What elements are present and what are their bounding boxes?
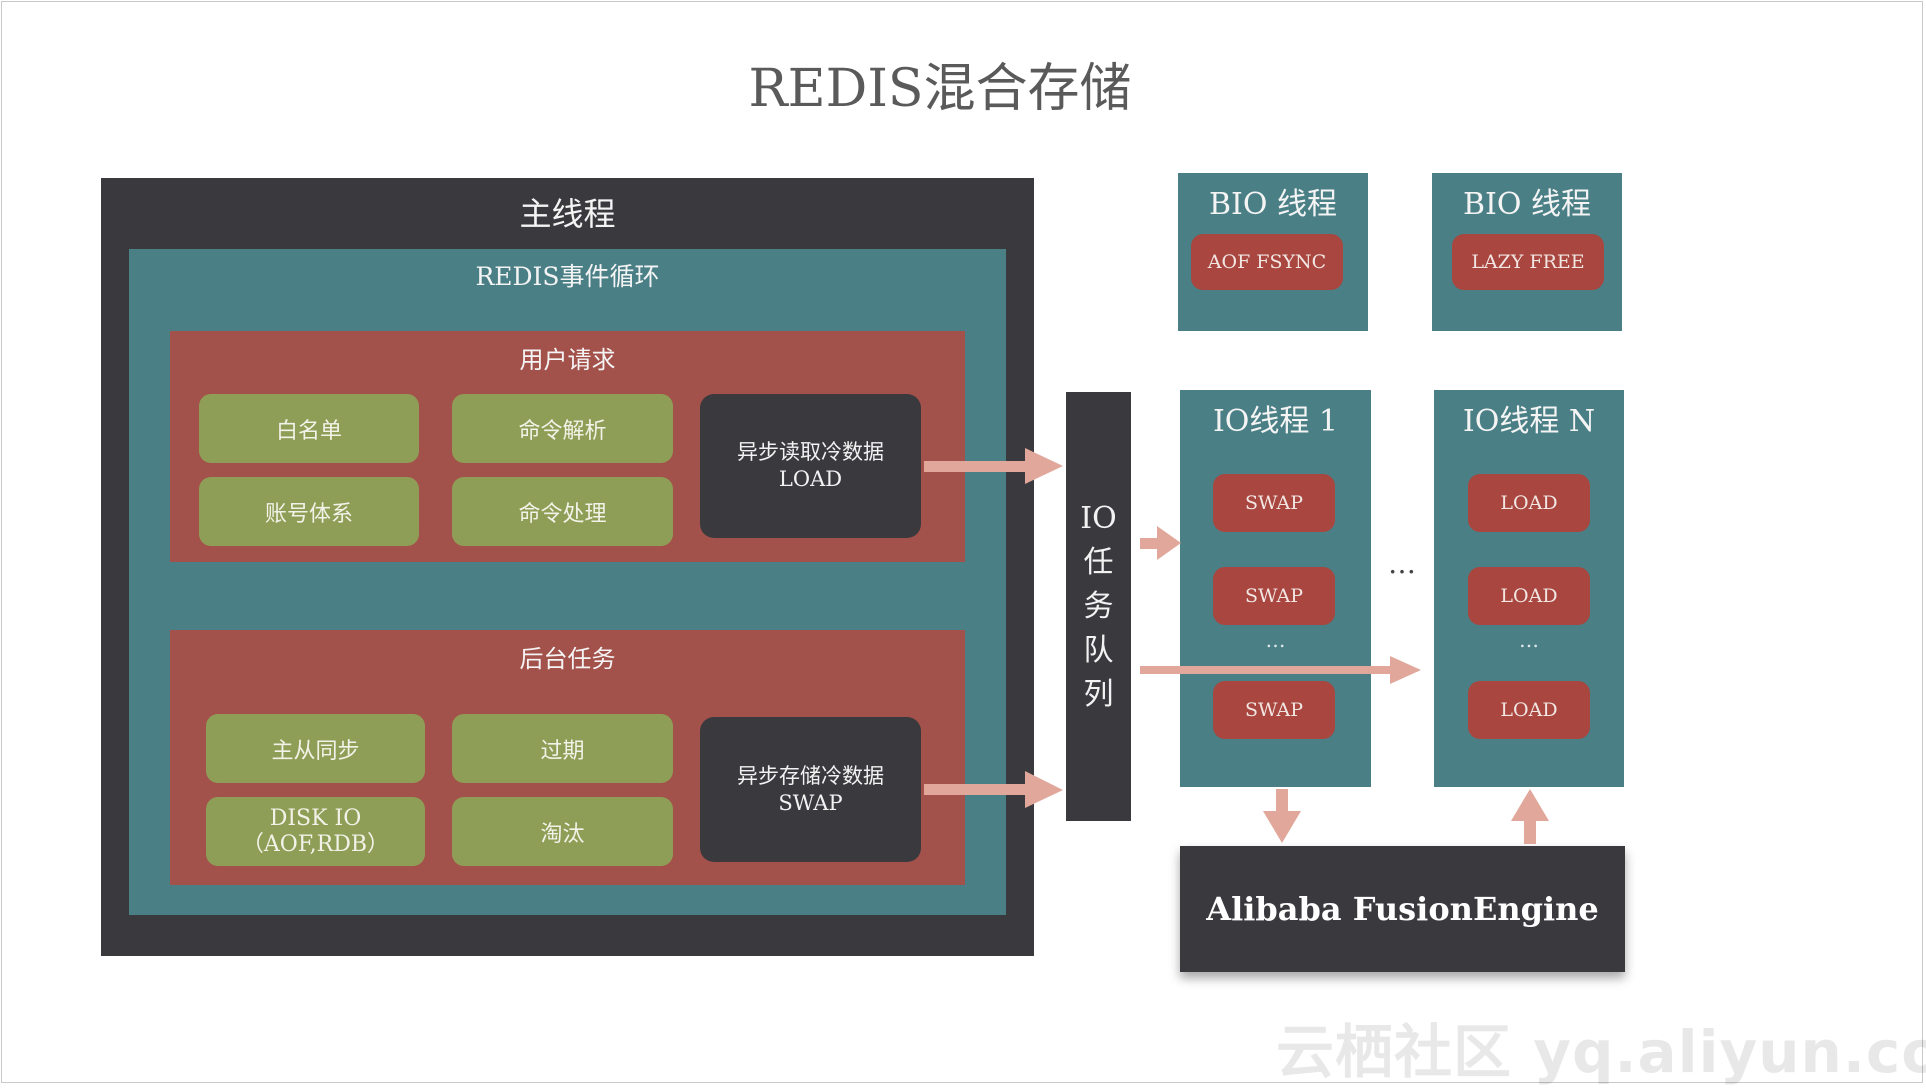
async-load-line1: 异步读取冷数据	[737, 440, 884, 464]
io-queue-char-1: IO	[1080, 500, 1117, 536]
watermark: 云栖社区 yq.aliyun.com	[1276, 1018, 1926, 1086]
bio-thread-1: BIO 线程 AOF FSYNC	[1178, 173, 1368, 331]
async-swap-line2: SWAP	[778, 790, 843, 815]
disk-io-box: DISK IO （AOF,RDB）	[206, 797, 425, 866]
swap-task-3: SWAP	[1213, 681, 1335, 739]
io-threads-ellipsis: …	[1388, 546, 1416, 580]
io-queue-char-5: 列	[1083, 676, 1114, 712]
whitelist-box: 白名单	[199, 394, 419, 463]
async-swap-line1: 异步存储冷数据	[737, 763, 884, 788]
command-process-box: 命令处理	[452, 477, 673, 546]
load-task-1: LOAD	[1468, 474, 1590, 532]
event-loop-title: REDIS事件循环	[475, 262, 660, 291]
swap-task-2: SWAP	[1213, 567, 1335, 625]
io-thread-1: IO线程 1 SWAP SWAP … SWAP	[1180, 390, 1371, 787]
io-thread-n-ellipsis: …	[1519, 628, 1539, 652]
account-system-box: 账号体系	[199, 477, 419, 546]
disk-io-line1: DISK IO	[269, 805, 362, 831]
swap-to-queue-arrow	[924, 771, 1063, 808]
eviction-box: 淘汰	[452, 797, 673, 866]
load-task-2: LOAD	[1468, 567, 1590, 625]
lazy-free-task: LAZY FREE	[1452, 234, 1604, 290]
main-thread-title: 主线程	[519, 195, 616, 233]
swap-task-1: SWAP	[1213, 474, 1335, 532]
user-requests-title: 用户请求	[519, 345, 616, 374]
page-title: REDIS混合存储	[748, 58, 1132, 119]
engine-to-io-thread-n-arrow	[1511, 789, 1549, 844]
io-queue-char-2: 任	[1083, 544, 1114, 580]
master-slave-sync-box: 主从同步	[206, 714, 425, 783]
load-to-queue-arrow	[924, 448, 1063, 484]
io-thread-1-to-engine-arrow	[1263, 789, 1301, 843]
async-load-line2: LOAD	[778, 467, 843, 491]
bio-thread-2: BIO 线程 LAZY FREE	[1432, 173, 1622, 331]
async-load-box: 异步读取冷数据 LOAD	[700, 394, 921, 538]
io-task-queue: IO 任 务 队 列	[1066, 392, 1131, 821]
bio-thread-1-title: BIO 线程	[1208, 187, 1338, 222]
async-swap-box: 异步存储冷数据 SWAP	[700, 717, 921, 862]
expire-box: 过期	[452, 714, 673, 783]
command-parse-box: 命令解析	[452, 394, 673, 463]
io-thread-n: IO线程 N LOAD LOAD … LOAD	[1434, 390, 1624, 787]
io-thread-1-title: IO线程 1	[1212, 404, 1339, 439]
io-queue-char-3: 务	[1083, 588, 1114, 624]
fusion-engine-box: Alibaba FusionEngine	[1180, 846, 1625, 972]
load-task-3: LOAD	[1468, 681, 1590, 739]
bio-thread-2-title: BIO 线程	[1462, 187, 1592, 222]
io-thread-n-title: IO线程 N	[1462, 404, 1596, 439]
disk-io-line2: （AOF,RDB）	[241, 831, 390, 857]
queue-to-io-thread-1-arrow	[1140, 526, 1181, 560]
aof-fsync-task: AOF FSYNC	[1191, 234, 1343, 290]
queue-to-io-thread-n-arrow	[1140, 656, 1421, 684]
io-queue-char-4: 队	[1083, 632, 1114, 668]
io-thread-1-ellipsis: …	[1265, 628, 1286, 652]
background-tasks-title: 后台任务	[519, 644, 616, 673]
